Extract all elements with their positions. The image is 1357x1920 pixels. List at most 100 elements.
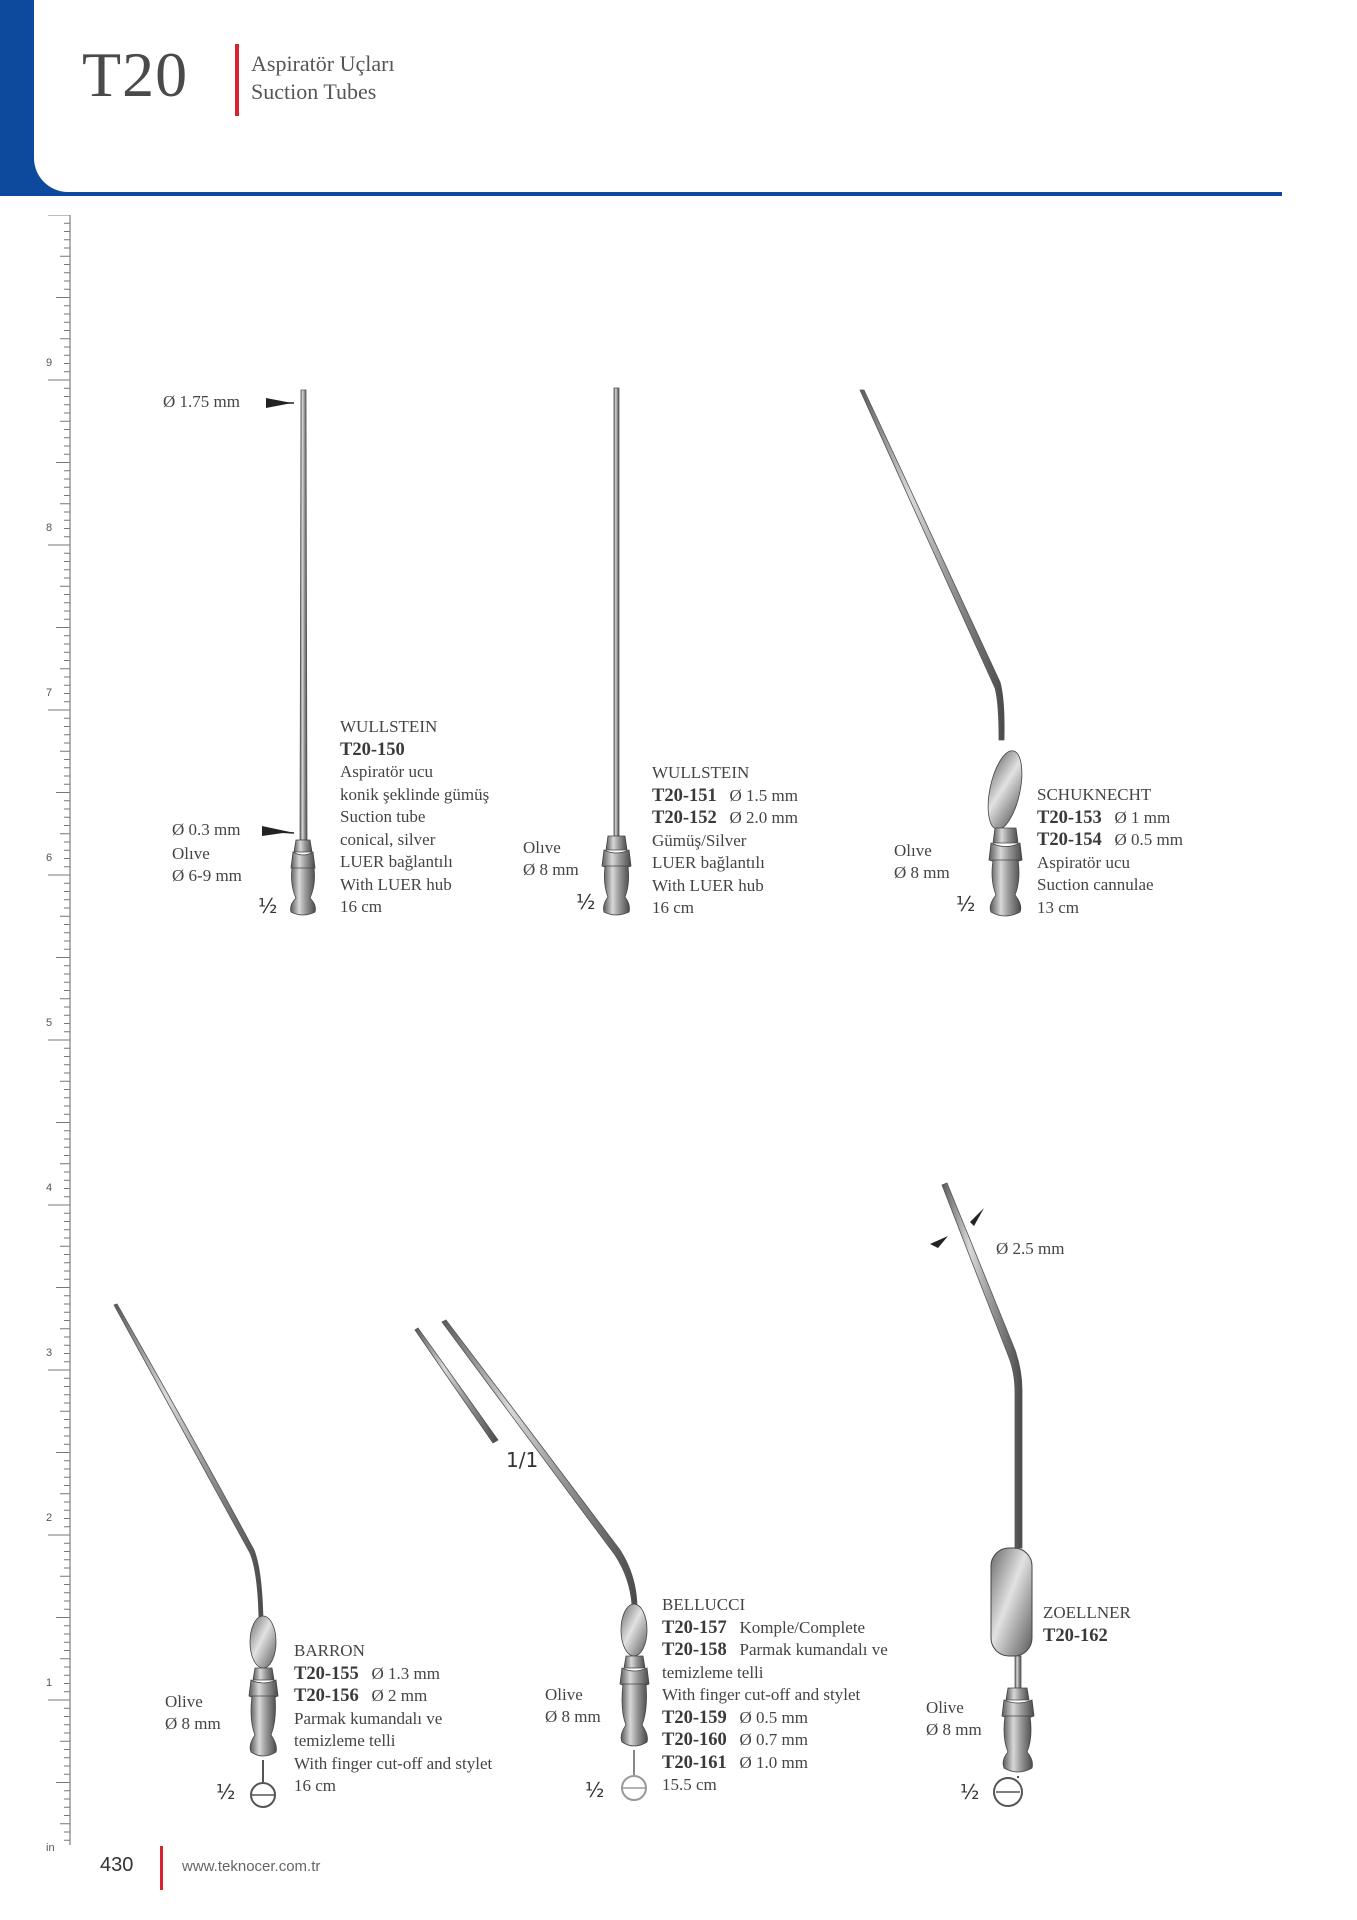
product-length: 13 cm (1037, 897, 1080, 917)
header-panel (34, 0, 1284, 192)
title-divider (235, 44, 239, 116)
ruler-mark: 1 (46, 1677, 53, 1689)
product-block-wullstein-151: WULLSTEIN T20-151 Ø 1.5 mm T20-152 Ø 2.0… (652, 762, 798, 920)
ruler-mark: 3 (46, 1347, 53, 1359)
olive-label: Olive (926, 1698, 964, 1717)
product-length: 16 cm (294, 1776, 337, 1795)
ruler-mark: 4 (46, 1182, 53, 1194)
ruler-mark: 5 (46, 1017, 53, 1029)
product-spec: Parmak kumandalı ve (739, 1640, 888, 1659)
product-desc: temizleme telli (662, 1662, 764, 1682)
tip-diameter: Ø 1.75 mm (163, 392, 240, 411)
olive-size: Ø 6-9 mm (172, 866, 242, 885)
product-name: BARRON (294, 1641, 365, 1660)
olive-size: Ø 8 mm (926, 1720, 982, 1739)
product-block-bellucci: BELLUCCI T20-157 Komple/Complete T20-158… (662, 1594, 888, 1797)
product-desc: Suction tube (340, 807, 426, 826)
header-rule (0, 190, 1282, 196)
product-code: T20-153 (1037, 807, 1102, 828)
product-desc: With finger cut-off and stylet (662, 1685, 861, 1704)
product-spec: Ø 0.7 mm (739, 1730, 808, 1749)
product-desc: Parmak kumandalı ve (294, 1708, 443, 1728)
product-block-wullstein-150: WULLSTEIN T20-150 Aspiratör ucu konik şe… (340, 716, 489, 919)
olive-size: Ø 8 mm (165, 1714, 221, 1733)
scale-label: ½ (960, 1780, 980, 1804)
product-spec: Ø 2.0 mm (729, 808, 798, 827)
product-desc: Aspiratör ucu (340, 762, 434, 781)
scale-label: ½ (956, 892, 976, 916)
ruler-mark: 7 (46, 687, 53, 699)
end-diameter: Ø 0.3 mm (172, 820, 241, 839)
product-desc: Aspiratör ucu (1037, 852, 1131, 872)
bellucci-drawing (414, 1319, 650, 1801)
product-name: ZOELLNER (1043, 1603, 1131, 1622)
product-desc: With finger cut-off and stylet (294, 1753, 493, 1773)
product-name: WULLSTEIN (340, 717, 438, 736)
product-spec: Ø 1.3 mm (371, 1663, 440, 1683)
product-code: T20-152 (652, 808, 717, 828)
olive-label: Olive (545, 1685, 583, 1704)
product-length: 15.5 cm (662, 1775, 717, 1794)
olive-label: Olıve (172, 844, 210, 863)
ruler-mark: 8 (46, 522, 53, 534)
scale-label: ½ (585, 1778, 605, 1802)
olive-size: Ø 8 mm (523, 860, 579, 879)
header-band-left (0, 0, 34, 196)
tip-diameter: Ø 2.5 mm (996, 1239, 1065, 1258)
footer-divider (160, 1846, 163, 1890)
page-number: 430 (100, 1854, 134, 1876)
product-code: T20-157 (662, 1617, 727, 1638)
product-spec: Ø 2 mm (371, 1686, 428, 1705)
product-name: BELLUCCI (662, 1595, 746, 1614)
product-desc: With LUER hub (340, 874, 452, 894)
schuknecht-drawing (859, 389, 1023, 917)
product-desc: temizleme telli (294, 1731, 396, 1750)
product-name: SCHUKNECHT (1037, 785, 1152, 804)
product-code: T20-154 (1037, 830, 1102, 850)
olive-size: Ø 8 mm (894, 863, 950, 882)
scale-label: ½ (216, 1780, 236, 1804)
section-code: T20 (82, 39, 189, 110)
olive-size: Ø 8 mm (545, 1707, 601, 1726)
product-spec: Ø 1.0 mm (739, 1752, 808, 1772)
olive-label: Olıve (523, 838, 561, 857)
product-spec: Komple/Complete (739, 1617, 866, 1637)
product-spec: Ø 1.5 mm (729, 785, 798, 805)
olive-label: Olıve (894, 841, 932, 860)
title-tr: Aspiratör Uçları (251, 51, 395, 76)
ruler-mark: 6 (46, 852, 53, 864)
product-block-barron: BARRON T20-155 Ø 1.3 mm T20-156 Ø 2 mm P… (294, 1640, 492, 1798)
product-code: T20-151 (652, 785, 717, 806)
scale-label: ½ (576, 890, 596, 914)
olive-label: Olive (165, 1692, 203, 1711)
wullstein-150-drawing (261, 389, 316, 916)
title-en: Suction Tubes (251, 79, 377, 104)
product-desc: Suction cannulae (1037, 875, 1154, 894)
product-desc: LUER bağlantılı (652, 853, 765, 872)
inch-ruler (48, 215, 71, 1845)
product-code: T20-159 (662, 1707, 727, 1728)
scale-label: ½ (258, 894, 278, 918)
footer-url: www.teknocer.com.tr (182, 1858, 321, 1875)
scale-detail-label: 1/1 (506, 1448, 539, 1472)
product-code: T20-162 (1043, 1625, 1108, 1646)
ruler-mark: 2 (46, 1512, 53, 1524)
product-desc: LUER bağlantılı (340, 852, 453, 871)
product-desc: konik şeklinde gümüş (340, 784, 490, 804)
product-spec: Ø 0.5 mm (1114, 830, 1183, 849)
product-code: T20-161 (662, 1752, 727, 1773)
ruler-mark: 9 (46, 357, 53, 369)
product-code: T20-150 (340, 739, 405, 760)
barron-drawing (113, 1303, 279, 1808)
product-length: 16 cm (340, 897, 383, 916)
product-desc: Gümüş/Silver (652, 830, 747, 850)
product-desc: With LUER hub (652, 875, 764, 895)
product-spec: Ø 0.5 mm (739, 1707, 808, 1727)
ruler-unit: in (46, 1842, 55, 1854)
wullstein-151-drawing (601, 387, 632, 916)
product-spec: Ø 1 mm (1114, 807, 1171, 827)
product-desc: conical, silver (340, 829, 436, 849)
product-block-schuknecht: SCHUKNECHT T20-153 Ø 1 mm T20-154 Ø 0.5 … (1037, 784, 1183, 919)
product-code: T20-156 (294, 1686, 359, 1706)
